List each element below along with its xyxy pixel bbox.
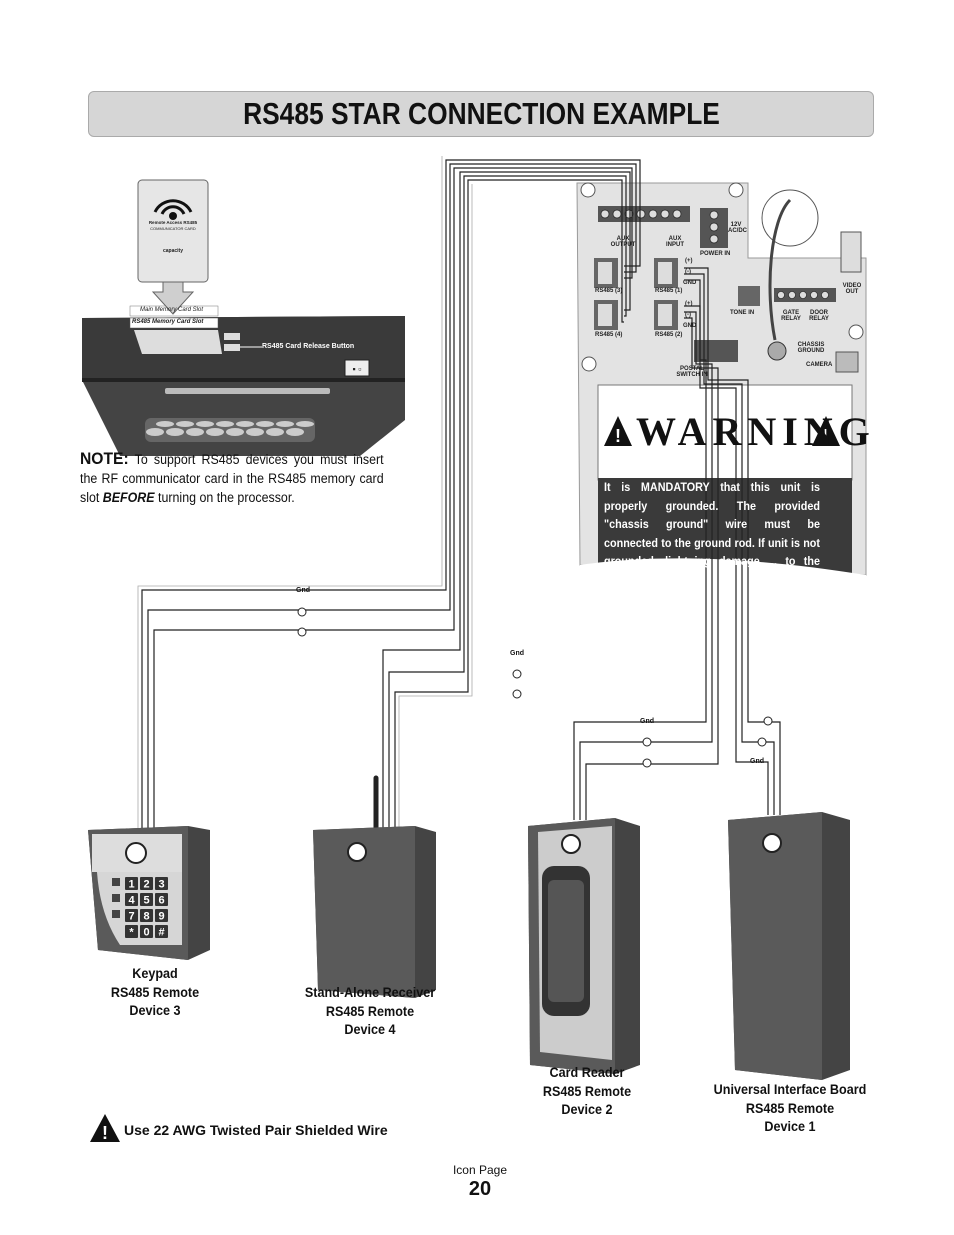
note-emphasis: BEFORE (102, 490, 155, 505)
minus-label-1: (-) (685, 269, 691, 275)
svg-text:▪ ▫: ▪ ▫ (353, 364, 362, 374)
note-heading: NOTE: (80, 449, 129, 468)
device-4-type: RS485 Remote (325, 1002, 415, 1019)
device-3-name: Keypad (132, 965, 178, 981)
gnd-label-2: GND (683, 323, 697, 329)
keypad-key-bg (140, 909, 153, 922)
keypad-key-7: 7 (128, 911, 134, 923)
release-button-label: RS485 Card Release Button (262, 343, 355, 350)
svg-text:!: ! (823, 426, 829, 446)
device-4-name: Stand-Alone Receiver (304, 984, 436, 1000)
device-4-label: Stand-Alone Receiver RS485 Remote Device… (298, 983, 442, 1039)
keypad-key-1: 1 (128, 879, 134, 891)
plus-label-1: (+) (685, 258, 693, 264)
note-text-before: To support RS485 devices you must insert… (80, 452, 384, 505)
keypad-key-bg (140, 925, 153, 938)
wire-gnd-label-4: Gnd (510, 650, 524, 657)
device-1-label: Universal Interface Board RS485 Remote D… (709, 1080, 871, 1136)
svg-text:!: ! (102, 1123, 108, 1143)
device-3-type: RS485 Remote (110, 983, 200, 1000)
device-1-id: Device 1 (764, 1118, 816, 1134)
keypad-key-9: 9 (158, 911, 164, 923)
aux-output-label: AUX OUTPUT (610, 236, 636, 248)
control-board: ! ! (576, 182, 867, 590)
keypad-key-bg (155, 909, 168, 922)
ac-dc-label: 12V AC/DC (728, 222, 747, 234)
keypad-key-8: 8 (143, 911, 149, 923)
device-2-name: Card Reader (549, 1064, 625, 1080)
rf-communicator-card (137, 179, 209, 315)
video-out-label: VIDEO OUT (842, 283, 862, 295)
rs485-3-label: RS485 (3) (595, 288, 623, 294)
keypad-key-2: 2 (143, 879, 149, 891)
rs485-2-label: RS485 (2) (655, 332, 683, 338)
keypad-key-bg (155, 925, 168, 938)
warning-icon: ! (90, 1114, 120, 1143)
keypad-key-3: 3 (158, 879, 164, 891)
title-bar: RS485 STAR CONNECTION EXAMPLE (88, 91, 874, 137)
main-slot-label: Main Memory Card Slot (140, 307, 204, 313)
chassis-ground-label: CHASSIS GROUND (797, 342, 825, 354)
keypad-key-bg (125, 893, 138, 906)
note-paragraph: NOTE: To support RS485 devices you must … (80, 449, 384, 507)
keypad-key-6: 6 (158, 895, 164, 907)
device-2-label: Card Reader RS485 Remote Device 2 (529, 1063, 646, 1119)
rs485-4-label: RS485 (4) (595, 332, 623, 338)
keypad-key-bg (140, 877, 153, 890)
warning-title: WARNING (636, 409, 876, 454)
card-reader-device (528, 818, 640, 1074)
device-2-id: Device 2 (561, 1101, 613, 1117)
wire-gnd-label-3: Gnd (296, 587, 310, 594)
card-brand: capacity (162, 248, 183, 254)
postal-switch-label: POSTAL SWITCH IN (676, 366, 708, 378)
note-text-after: turning on the processor. (158, 490, 295, 505)
keypad-key-bg (125, 877, 138, 890)
gnd-label-1: GND (683, 280, 697, 286)
device-4-id: Device 4 (344, 1021, 396, 1037)
door-relay-label: DOOR RELAY (809, 310, 829, 322)
device-3-id: Device 3 (129, 1002, 181, 1018)
keypad-key-bg (155, 877, 168, 890)
plus-label-2: (+) (685, 301, 693, 307)
keypad-key-0: 0 (143, 927, 149, 939)
keypad-key-5: 5 (143, 895, 149, 907)
footer-label: Icon Page (452, 1163, 508, 1177)
wire-gnd-label-1: Gnd (750, 758, 764, 765)
keypad-key-bg (140, 893, 153, 906)
keypad-key-bg (125, 909, 138, 922)
minus-label-2: (-) (685, 312, 691, 318)
page-number: 20 (468, 1178, 492, 1200)
svg-text:!: ! (615, 426, 621, 446)
device-2-type: RS485 Remote (542, 1082, 632, 1099)
power-in-label: POWER IN (700, 251, 731, 257)
device-1-type: RS485 Remote (745, 1099, 835, 1116)
wire-note: Use 22 AWG Twisted Pair Shielded Wire (124, 1122, 388, 1138)
tone-in-label: TONE IN (730, 310, 755, 316)
gate-relay-label: GATE RELAY (781, 310, 801, 322)
camera-label: CAMERA (806, 362, 833, 368)
keypad-key-4: 4 (128, 895, 135, 907)
keypad-key-bg (155, 893, 168, 906)
warning-text: It is MANDATORY that this unit is proper… (604, 480, 820, 568)
card-title: Remote Access RS485 (148, 220, 198, 225)
receiver-device (313, 775, 436, 998)
keypad-key-#: # (158, 927, 164, 939)
wires (141, 159, 781, 830)
aux-input-label: AUX INPUT (666, 236, 684, 248)
rs485-slot-label: RS485 Memory Card Slot (132, 319, 204, 325)
device-3-label: Keypad RS485 Remote Device 3 (97, 964, 214, 1020)
processor-unit: ▪ ▫ (82, 305, 405, 456)
device-1-name: Universal Interface Board (713, 1081, 867, 1097)
keypad-key-*: * (129, 927, 134, 939)
universal-interface-board-device (728, 812, 850, 1080)
rs485-1-label: RS485 (1) (655, 288, 683, 294)
keypad-key-bg (125, 925, 138, 938)
page-title: RS485 STAR CONNECTION EXAMPLE (242, 96, 720, 131)
card-subtitle: COMMUNICATOR CARD (150, 226, 196, 231)
wire-gnd-label-2: Gnd (640, 718, 654, 725)
